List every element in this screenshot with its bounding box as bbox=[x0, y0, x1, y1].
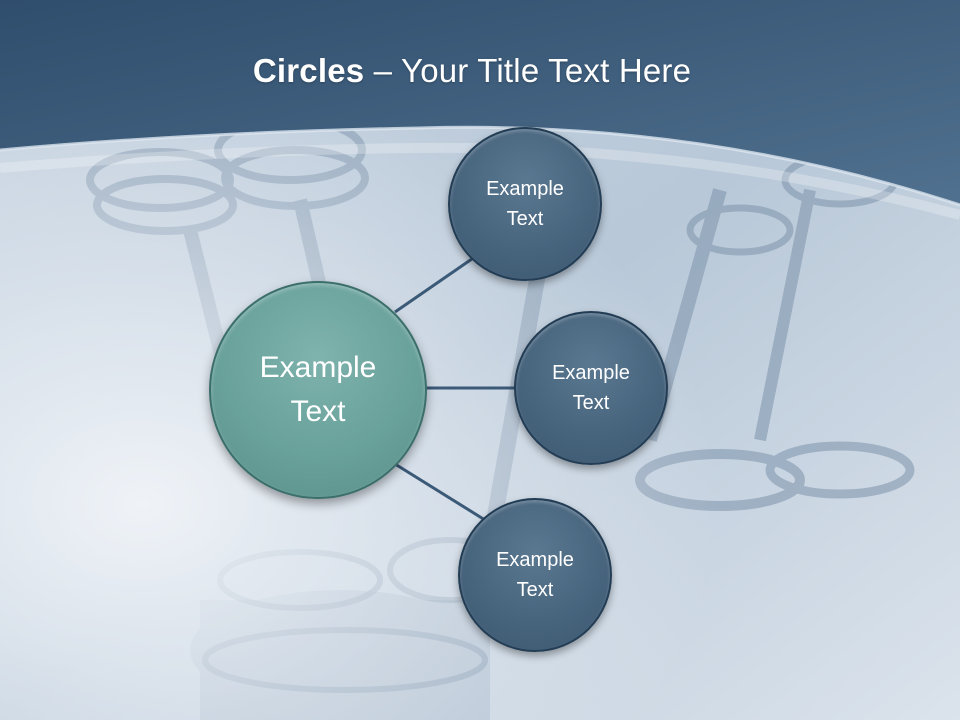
slide-title: Circles – Your Title Text Here bbox=[0, 52, 944, 90]
satellite-2-line1: Example bbox=[552, 362, 630, 384]
center-circle-line1: Example bbox=[259, 351, 377, 384]
title-bold: Circles bbox=[252, 52, 365, 89]
title-rest: – Your Title Text Here bbox=[364, 52, 692, 89]
satellite-1-line1: Example bbox=[486, 178, 564, 200]
satellite-1-line2: Text bbox=[506, 208, 544, 230]
satellite-circle-3[interactable]: Example Text bbox=[458, 498, 612, 652]
connector-1 bbox=[394, 250, 483, 314]
center-circle-line2: Text bbox=[290, 395, 346, 428]
connector-3 bbox=[394, 462, 486, 522]
satellite-circle-1[interactable]: Example Text bbox=[448, 127, 602, 281]
satellite-3-line2: Text bbox=[516, 579, 554, 601]
satellite-2-line2: Text bbox=[572, 392, 610, 414]
satellite-3-line1: Example bbox=[496, 549, 574, 571]
satellite-circle-2[interactable]: Example Text bbox=[514, 311, 668, 465]
center-circle[interactable]: Example Text bbox=[209, 281, 427, 499]
